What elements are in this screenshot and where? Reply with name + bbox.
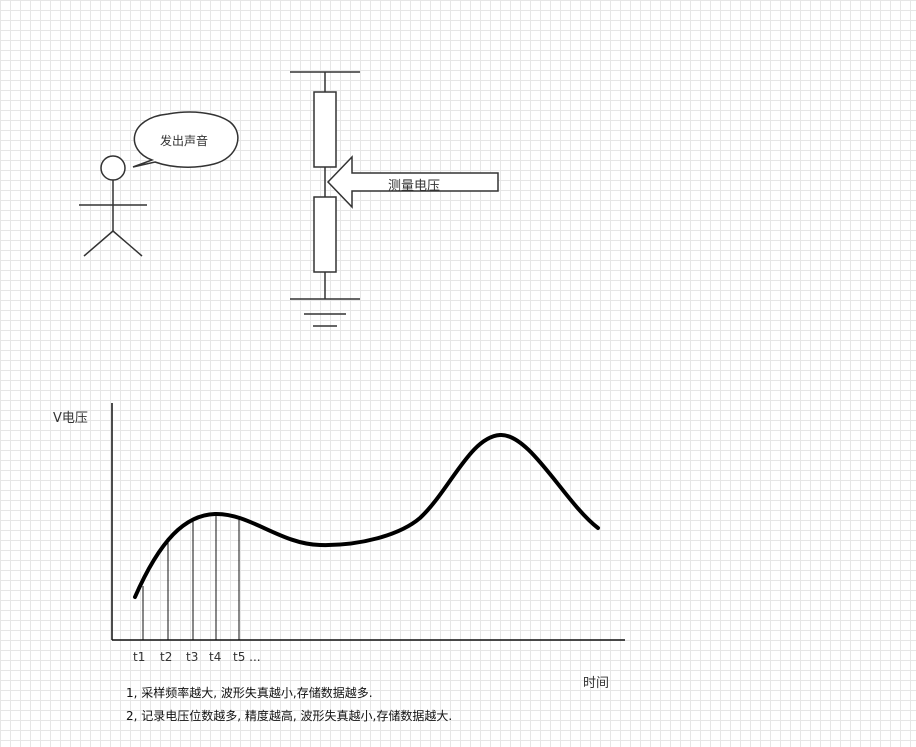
- measure-arrow: [326, 155, 499, 209]
- ground-symbol: [304, 313, 346, 327]
- voltage-divider-circuit: [290, 71, 360, 327]
- sample-label-t2: t2: [160, 650, 173, 664]
- resistor-bottom: [313, 196, 337, 273]
- speech-bubble: [132, 111, 239, 168]
- y-axis-label: V电压: [53, 411, 88, 426]
- sample-label-t5: t5 ...: [233, 650, 261, 664]
- person-figure: [79, 155, 147, 257]
- sample-label-t4: t4: [209, 650, 222, 664]
- note-2: 2, 记录电压位数越多, 精度越高, 波形失真越小,存储数据越大.: [126, 709, 453, 723]
- note-1: 1, 采样频率越大, 波形失真越小,存储数据越多.: [126, 686, 373, 700]
- sample-lines: [142, 513, 240, 640]
- voltage-waveform: [133, 432, 600, 599]
- arrow-label: 测量电压: [388, 179, 441, 194]
- resistor-top: [313, 91, 337, 168]
- sample-label-t3: t3: [186, 650, 199, 664]
- sample-label-t1: t1: [133, 650, 146, 664]
- x-axis-label: 时间: [583, 676, 610, 691]
- speech-bubble-text: 发出声音: [160, 134, 209, 148]
